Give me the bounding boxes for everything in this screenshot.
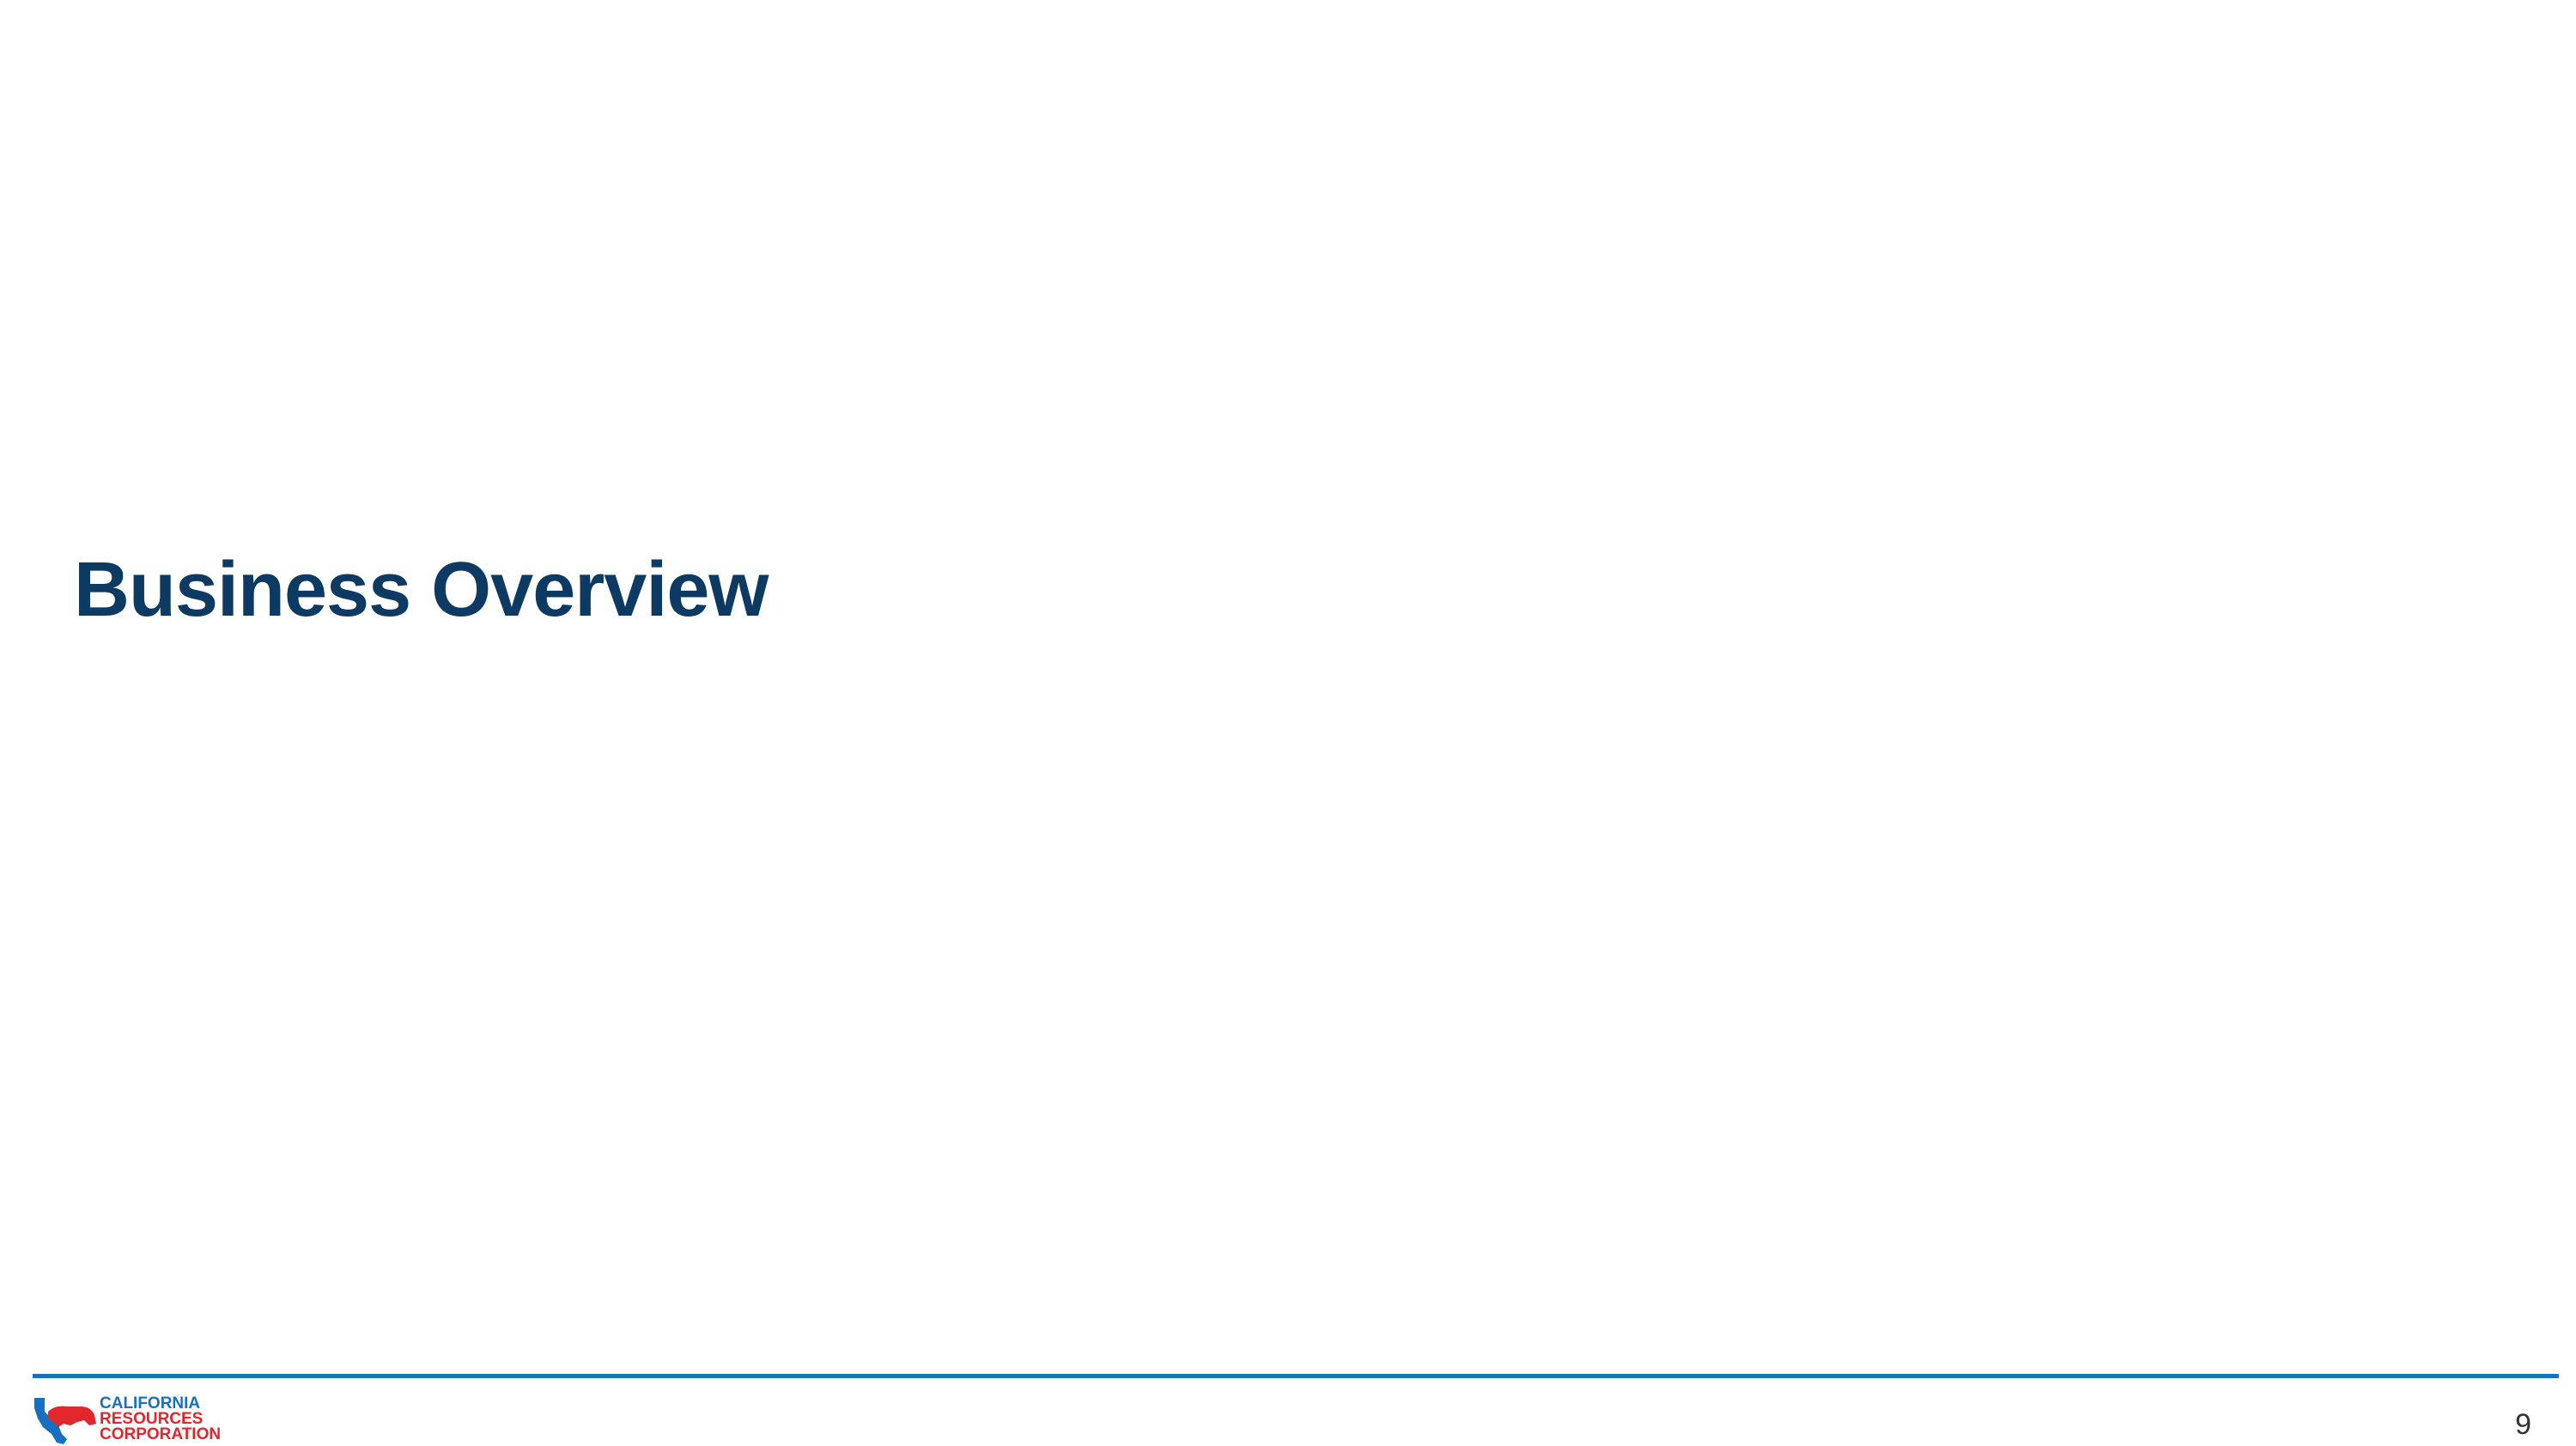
- california-bear-logo-icon: [34, 1398, 96, 1444]
- page-number: 9: [2515, 1408, 2531, 1441]
- company-logo: CALIFORNIA RESOURCES CORPORATION: [33, 1394, 222, 1444]
- slide-title: Business Overview: [74, 547, 769, 633]
- footer-divider: [33, 1374, 2559, 1378]
- logo-line-1: CALIFORNIA: [100, 1394, 201, 1413]
- logo-line-2: RESOURCES: [100, 1410, 204, 1428]
- logo-line-3: CORPORATION: [100, 1425, 222, 1443]
